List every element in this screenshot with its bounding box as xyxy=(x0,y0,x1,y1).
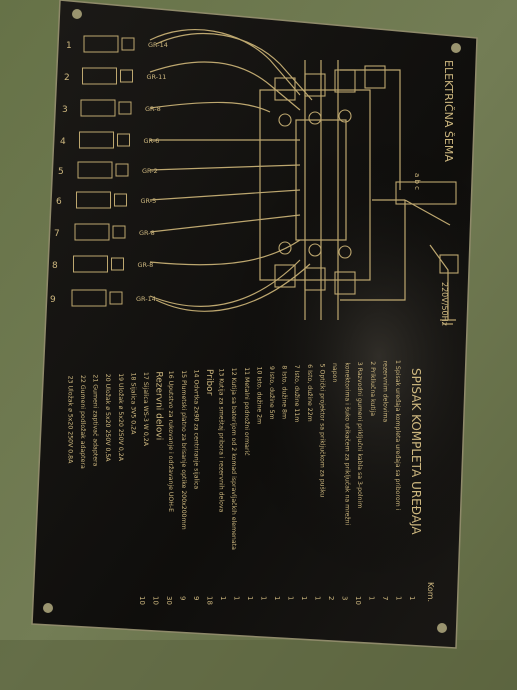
list-line: 6 Isto, dužine 22m xyxy=(306,364,314,422)
wiring-row-number: 1 xyxy=(66,41,72,51)
connector-socket xyxy=(109,291,123,305)
wiring-row-number: 2 xyxy=(64,73,70,83)
list-line: 22 Gumeni podložak adaptera xyxy=(79,375,87,469)
screw xyxy=(43,603,53,613)
list-line: 11 Metalni podnožni ormarić xyxy=(243,367,251,456)
group-label: GR-8 xyxy=(145,105,161,113)
svg-text:a b c: a b c xyxy=(413,173,421,190)
screw xyxy=(72,9,82,19)
wiring-row-number: 7 xyxy=(54,229,60,239)
list-line: 19 Uložak ø 5x20 250V 0,2A xyxy=(117,373,125,462)
connector-block xyxy=(71,289,107,307)
list-line: 18 Sijalica 3V5 0,2A xyxy=(129,373,136,436)
list-quantity: 1 xyxy=(314,596,322,600)
group-label: GR-14 xyxy=(148,41,168,49)
list-line: 10 Isto, dužine 2m xyxy=(255,367,263,425)
group-label: GR-8 xyxy=(139,229,155,237)
group-label: GR-5 xyxy=(141,197,157,205)
connector-socket xyxy=(120,69,133,83)
list-quantity: 1 xyxy=(300,596,308,600)
connector-block xyxy=(74,223,110,241)
wiring-row-number: 4 xyxy=(60,137,66,147)
list-quantity: 9 xyxy=(192,596,200,600)
list-quantity: 9 xyxy=(179,596,187,600)
connector-socket xyxy=(111,257,124,271)
wiring-row-number: 5 xyxy=(58,167,64,177)
list-line: 15 Plumetski platno za brisanje optike 2… xyxy=(180,370,187,529)
list-quantity: 7 xyxy=(381,596,389,600)
list-quantity: 1 xyxy=(260,596,268,600)
group-label: GR-11 xyxy=(147,73,167,81)
list-quantity: 1 xyxy=(408,596,416,600)
list-quantity: 1 xyxy=(273,596,281,600)
list-line: 1 Spisak uređaja kompleta uređaja sa pri… xyxy=(394,360,401,511)
connector-socket xyxy=(121,37,135,51)
list-line: 13 Kutija za smeštaj pribora i rezervnih… xyxy=(218,368,226,512)
connector-block xyxy=(80,99,116,117)
connector-socket xyxy=(112,225,126,239)
wiring-row-number: 3 xyxy=(62,105,68,115)
connector-block xyxy=(79,131,114,149)
list-quantity: 1 xyxy=(395,596,403,600)
list-quantity: 2 xyxy=(327,596,335,600)
screw xyxy=(451,43,461,53)
connector-block xyxy=(83,35,119,53)
wiring-row-number: 6 xyxy=(56,197,62,207)
list-line: 20 Uložak ø 5x20 250V 0,5A xyxy=(104,374,112,463)
list-quantity: 30 xyxy=(165,596,173,605)
group-label: GR-14 xyxy=(136,295,156,303)
list-line: 12 Kutija sa baterijom od 2 komad isprav… xyxy=(230,368,238,550)
wiring-row-number: 9 xyxy=(50,295,56,305)
connector-socket xyxy=(117,133,130,147)
list-qty-header: Kom. xyxy=(426,582,435,602)
list-line: 14 Odvrtka 2x90 za centriranje sijalica xyxy=(192,370,199,490)
list-section-heading: Rezervni delovi xyxy=(154,371,164,440)
list-quantity: 10 xyxy=(152,596,160,605)
list-line: 7 Isto, dužine 11m xyxy=(293,365,301,423)
wiring-diagram: a b c xyxy=(71,29,459,325)
list-quantity: 18 xyxy=(206,596,214,605)
list-line: 9 Isto, dužine 5m xyxy=(268,366,276,420)
list-line: 2 Prikliučna kutija xyxy=(369,361,377,416)
list-quantity: 1 xyxy=(287,596,295,600)
list-line: rezervnim delovima xyxy=(381,361,388,423)
screw xyxy=(437,623,447,633)
list-line: napon xyxy=(331,363,338,382)
supply-label: 220V/50Hz xyxy=(440,282,449,326)
diagram-title: ELEKTRIČNA ŠEMA xyxy=(442,60,455,162)
list-quantity: 1 xyxy=(219,596,227,600)
connector-block xyxy=(73,255,108,273)
list-quantity: 3 xyxy=(341,596,349,600)
list-line: 3 Razvodni gumeni priključni kabla sa 3-… xyxy=(356,362,364,508)
group-label: GR-8 xyxy=(138,261,154,269)
list-line: 8 Isto, dužine 8m xyxy=(281,365,289,419)
connector-block xyxy=(77,161,113,179)
list-quantity: 1 xyxy=(233,596,241,600)
wiring-row-number: 8 xyxy=(52,261,58,271)
list-line: 21 Gumeni zaptivač adaptera xyxy=(92,374,100,466)
list-quantity: 10 xyxy=(354,596,362,605)
list-quantity: 1 xyxy=(246,596,254,600)
connector-socket xyxy=(118,101,132,115)
connector-block xyxy=(76,191,111,209)
list-section-heading: Pribor xyxy=(204,369,214,396)
list-line: 17 Sijalica WS-3 W 0,2A xyxy=(142,372,149,447)
list-line: konektorima i šuko utikačem za priključa… xyxy=(344,362,352,525)
group-label: GR-6 xyxy=(144,137,160,145)
group-label: GR-2 xyxy=(142,167,158,175)
connector-socket xyxy=(114,193,127,207)
list-line: 23 Uložak ø 5x20 250V 0,8A xyxy=(66,376,74,465)
connector-block xyxy=(82,67,117,85)
list-title: SPISAK KOMPLETA UREĐAJA xyxy=(409,368,423,535)
connector-socket xyxy=(115,163,129,177)
list-line: 16 Uputstvo za rukovanje i održavanje UO… xyxy=(167,371,175,512)
list-quantity: 1 xyxy=(368,596,376,600)
list-quantity: 10 xyxy=(138,596,146,605)
list-line: 5 Optički projektor sa priključkom za pu… xyxy=(318,364,326,498)
